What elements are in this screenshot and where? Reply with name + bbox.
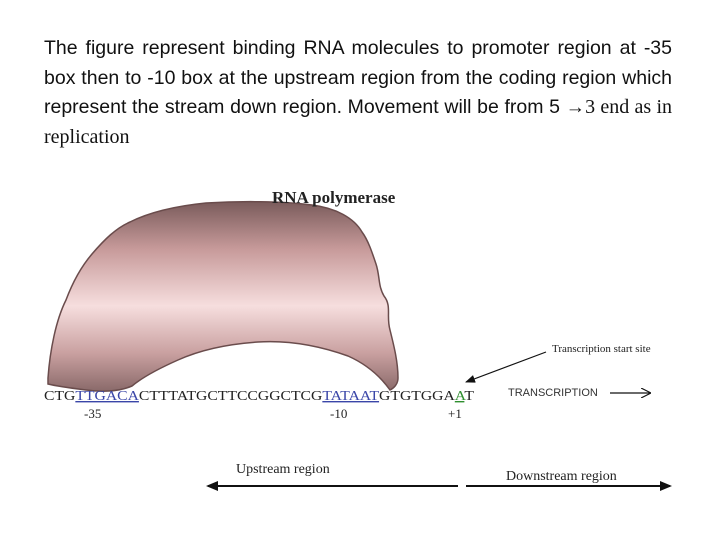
caption-part-2: 3 end as in replication	[44, 96, 672, 148]
caption-part-1: The figure represent binding RNA molecul…	[44, 37, 672, 118]
caption-text: The figure represent binding RNA molecul…	[44, 34, 672, 152]
start-site-label: Transcription start site	[552, 343, 651, 355]
arrow-glyph: →	[565, 97, 586, 118]
upstream-label: Upstream region	[236, 462, 330, 477]
marker-minus-35: -35	[84, 406, 101, 421]
start-site-arrow	[465, 351, 547, 383]
downstream-label: Downstream region	[506, 469, 617, 484]
sequence-segment: T	[464, 389, 474, 404]
sequence-segment: CTG	[44, 389, 75, 404]
transcription-label: TRANSCRIPTION	[508, 387, 598, 399]
sequence-segment: CTTTATGCTTCCGGCTCG	[139, 389, 322, 404]
minus-10-box: TATAAT	[322, 389, 379, 404]
polymerase-blob	[47, 200, 399, 392]
marker-plus-1: +1	[448, 406, 462, 421]
start-nucleotide: A	[455, 389, 467, 404]
marker-minus-10: -10	[330, 406, 347, 421]
polymerase-label: RNA polymerase	[272, 188, 396, 207]
sequence-segment: GTGTGGA	[379, 389, 456, 404]
minus-35-box: TTGACA	[75, 389, 140, 404]
